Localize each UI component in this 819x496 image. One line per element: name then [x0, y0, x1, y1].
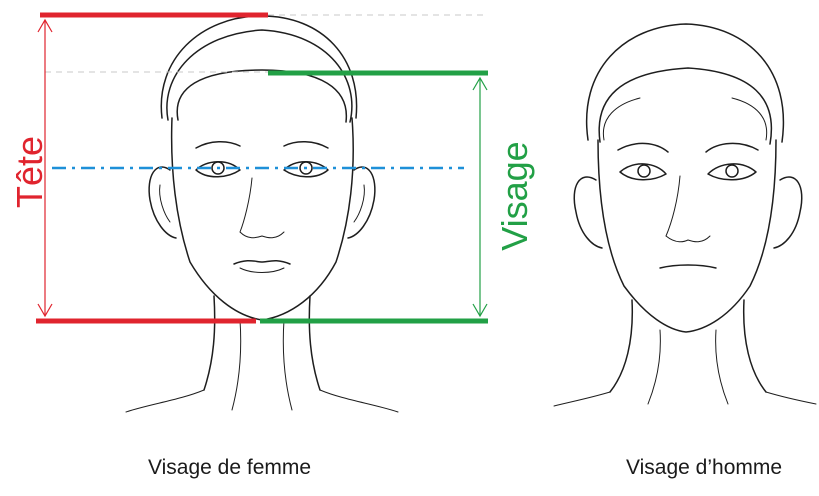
- face-label: Visage: [494, 141, 535, 250]
- male-caption: Visage d’homme: [626, 456, 782, 480]
- dashed-guides: [45, 15, 484, 72]
- head-label: Tête: [9, 136, 50, 208]
- male-face-sketch: [554, 24, 816, 406]
- face-measure: Visage: [260, 73, 535, 321]
- female-caption: Visage de femme: [148, 456, 311, 480]
